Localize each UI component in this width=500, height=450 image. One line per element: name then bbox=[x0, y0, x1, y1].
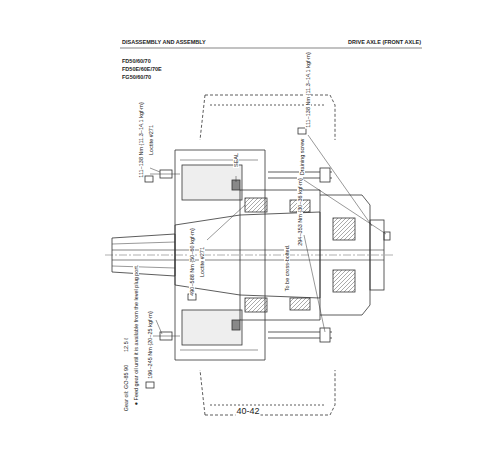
section-heading: DISASSEMBLY AND ASSEMBLY bbox=[121, 39, 207, 45]
adhesive-note: Loctite #271 bbox=[199, 246, 205, 278]
torque-spec: 294~353 Nm {30~36 kgf·m} bbox=[297, 177, 303, 247]
oil-note: ● Feed gear oil until it is available fr… bbox=[133, 264, 139, 407]
oil-quantity: 12.5 ℓ bbox=[123, 337, 129, 353]
part-name: Draining screw bbox=[299, 138, 305, 176]
model-name: FD50/60/70 bbox=[121, 58, 152, 64]
torque-spec: 490~588 Nm {50~60 kgf·m} bbox=[189, 227, 195, 297]
section-heading: DRIVE AXLE (FRONT AXLE) bbox=[347, 39, 422, 45]
part-name: SEAL bbox=[233, 152, 239, 168]
torque-spec: 111~138 Nm {11.3~14.1 kgf·m} bbox=[305, 51, 311, 129]
page-number: 40-42 bbox=[235, 407, 260, 417]
torque-spec: 196~245 Nm {20~25 kgf·m} bbox=[147, 310, 153, 380]
assembly-note: To be cross-bolted. bbox=[284, 244, 290, 292]
torque-spec: 111~138 Nm {11.3~14.1 kgf·m} bbox=[138, 101, 144, 179]
adhesive-note: Loctite #271 bbox=[148, 124, 154, 156]
oil-spec: Gear oil: GO-85 90 bbox=[123, 364, 129, 412]
model-name: FD50E/60E/70E bbox=[121, 66, 163, 72]
model-name: FG50/60/70 bbox=[121, 74, 152, 80]
